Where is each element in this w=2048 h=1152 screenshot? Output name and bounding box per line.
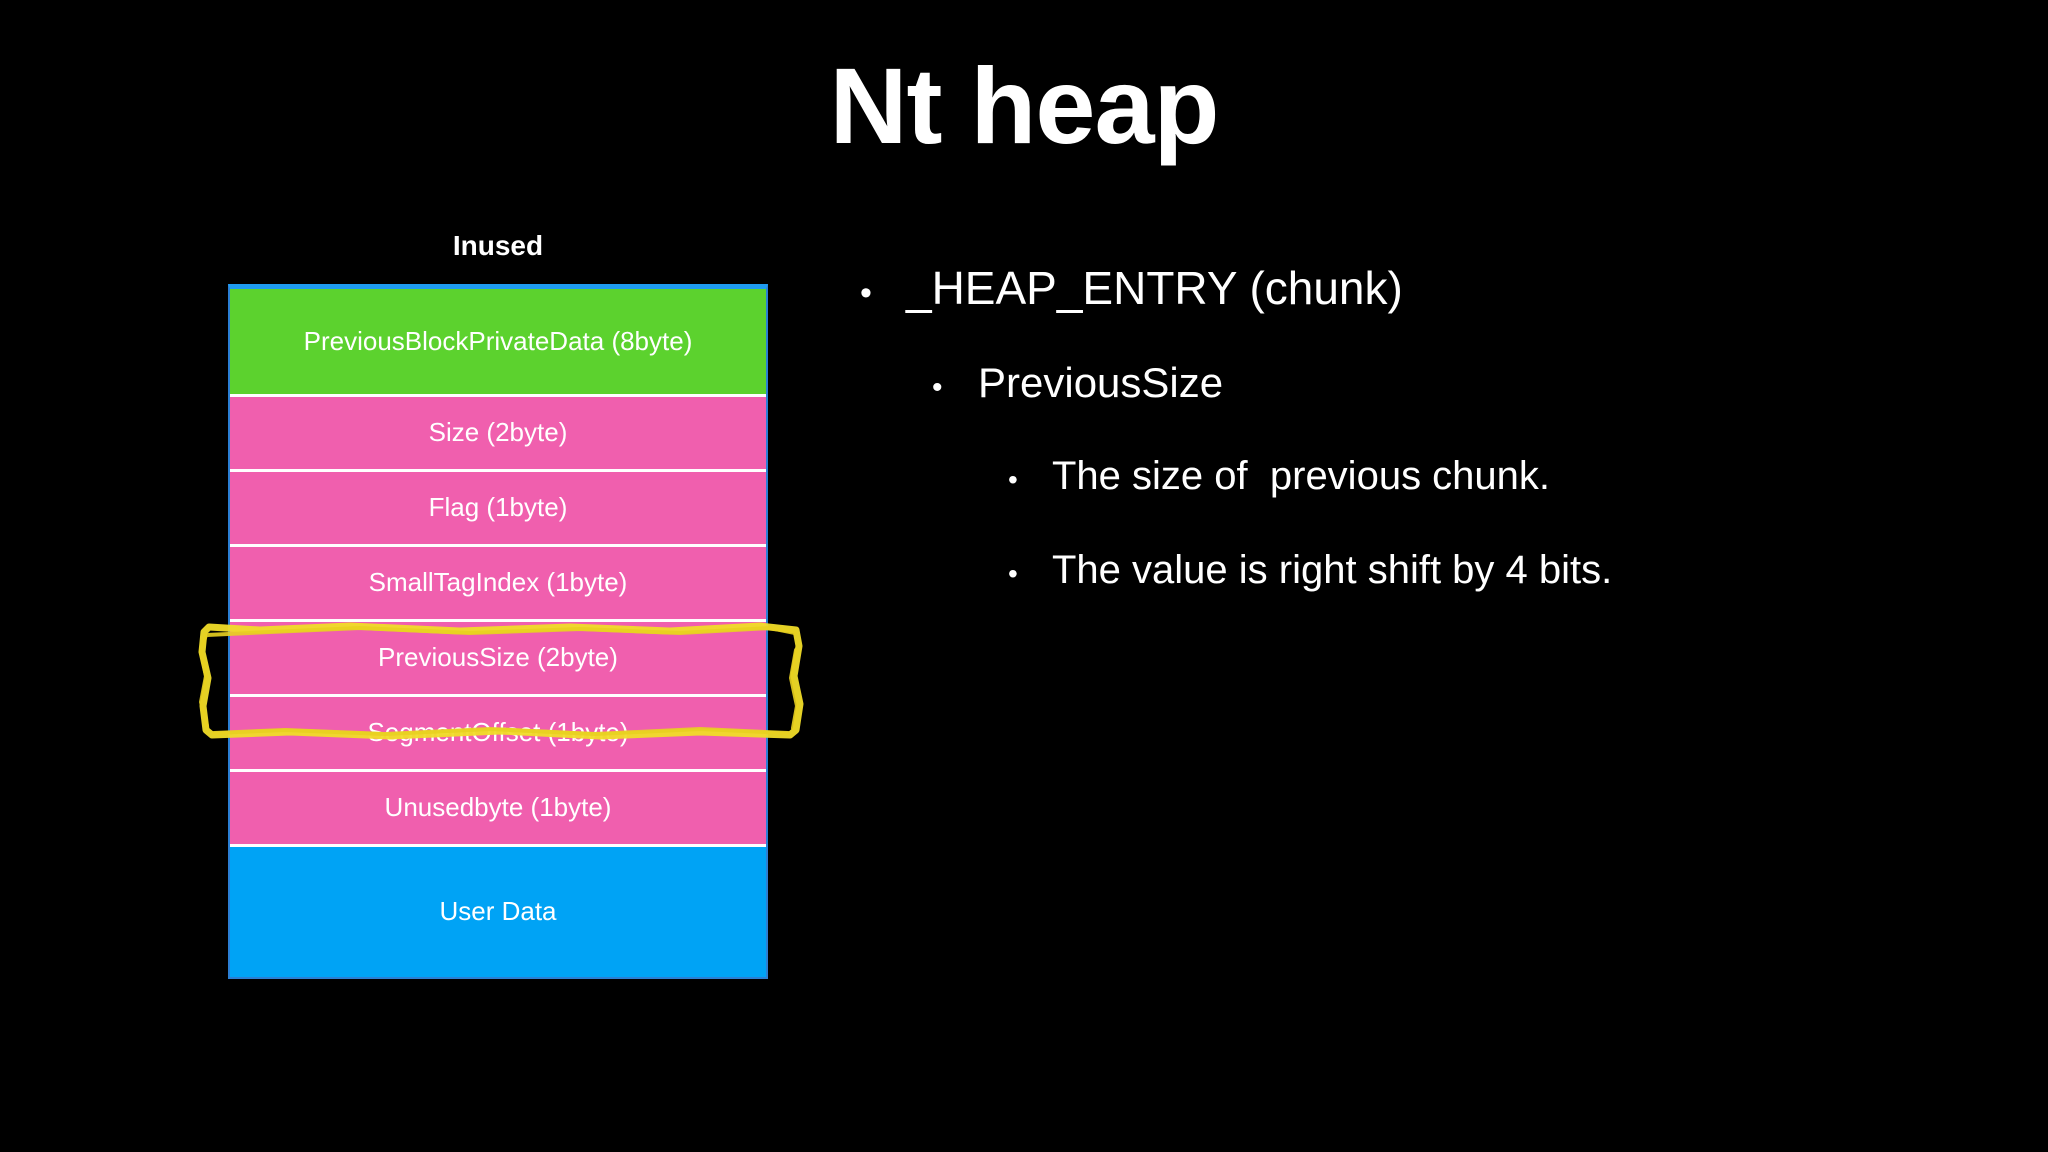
chunk-row-small-tag-index: SmallTagIndex (1byte)	[230, 547, 766, 622]
chunk-row-label: PreviousSize (2byte)	[378, 642, 618, 673]
heap-chunk-diagram: Inused PreviousBlockPrivateData (8byte) …	[228, 230, 768, 979]
bullet-text: The size of previous chunk.	[1052, 454, 1551, 499]
page-title: Nt heap	[829, 45, 1219, 166]
bullet-list: • _HEAP_ENTRY (chunk) • PreviousSize • T…	[860, 262, 1980, 641]
chunk-row-label: SmallTagIndex (1byte)	[368, 567, 628, 598]
chunk-row-user-data: User Data	[230, 847, 766, 977]
bullet-text: The value is right shift by 4 bits.	[1052, 548, 1613, 593]
chunk-row-label: PreviousBlockPrivateData (8byte)	[303, 325, 693, 356]
chunk-row-segment-offset: SegmentOffset (1byte)	[230, 697, 766, 772]
bullet-marker-icon: •	[860, 274, 872, 312]
chunk-row-label: SegmentOffset (1byte)	[367, 717, 629, 748]
bullet-item-previous-size: • PreviousSize	[932, 359, 1980, 407]
chunk-row-previous-block-private-data: PreviousBlockPrivateData (8byte)	[230, 289, 766, 397]
bullet-marker-icon: •	[1008, 464, 1018, 496]
diagram-caption: Inused	[452, 230, 544, 261]
bullet-text: PreviousSize	[978, 358, 1224, 406]
bullet-marker-icon: •	[932, 370, 943, 404]
bullet-text: _HEAP_ENTRY (chunk)	[906, 262, 1403, 314]
chunk-row-previous-size: PreviousSize (2byte)	[230, 622, 766, 697]
chunk-row-flag: Flag (1byte)	[230, 472, 766, 547]
chunk-row-label: Size (2byte)	[428, 417, 568, 448]
chunk-row-size: Size (2byte)	[230, 397, 766, 472]
chunk-row-label: Flag (1byte)	[428, 492, 568, 523]
chunk-layout-stack: PreviousBlockPrivateData (8byte) Size (2…	[228, 284, 768, 979]
bullet-marker-icon: •	[1008, 558, 1018, 590]
bullet-item-heap-entry: • _HEAP_ENTRY (chunk)	[860, 262, 1980, 315]
bullet-item-right-shift-4-bits: • The value is right shift by 4 bits.	[1008, 547, 1980, 593]
chunk-row-unused-byte: Unusedbyte (1byte)	[230, 772, 766, 847]
chunk-row-label: Unusedbyte (1byte)	[384, 792, 612, 823]
chunk-row-label: User Data	[439, 896, 557, 927]
bullet-item-size-of-previous-chunk: • The size of previous chunk.	[1008, 453, 1980, 499]
